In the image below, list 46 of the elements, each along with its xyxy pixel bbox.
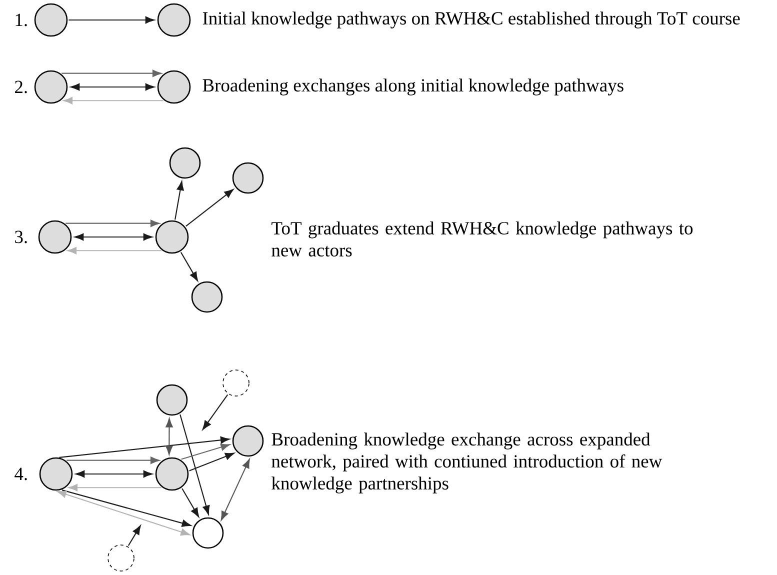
arrow xyxy=(182,488,200,518)
dashed-circle xyxy=(108,544,134,572)
arrow xyxy=(174,181,184,220)
arrow xyxy=(75,470,153,478)
description-text: ToT graduates extend RWH&C knowledge pathways to new actors xyxy=(272,221,693,256)
arrow xyxy=(180,252,198,282)
circle-node xyxy=(232,162,264,194)
description-text: Broadening exchanges along initial knowledge pathways xyxy=(202,78,624,96)
circle-node xyxy=(39,457,73,491)
step-number: 1. xyxy=(16,14,27,26)
circle-node xyxy=(155,457,189,491)
arrow xyxy=(74,233,153,241)
circle-node xyxy=(34,70,68,104)
circle-node xyxy=(192,517,224,549)
circle-node xyxy=(156,384,188,416)
arrow xyxy=(70,83,155,91)
arrow xyxy=(166,418,173,455)
circle-node xyxy=(232,425,264,457)
step-number: 2. xyxy=(15,80,27,94)
description-text: Initial knowledge pathways on RWH&C established through ToT course xyxy=(202,12,740,28)
arrow xyxy=(66,220,160,227)
arrow xyxy=(128,525,141,546)
arrow xyxy=(181,444,230,460)
arrow xyxy=(66,456,160,464)
arrow xyxy=(67,247,162,254)
arrow xyxy=(68,16,155,24)
circle-node xyxy=(191,281,223,313)
arrow xyxy=(57,490,190,536)
circle-node xyxy=(34,3,68,37)
dashed-circle xyxy=(222,370,250,396)
arrow xyxy=(68,484,162,492)
arrow xyxy=(202,394,228,430)
arrow xyxy=(62,490,192,527)
description-text: Broadening knowledge exchange across expanded network, paired with contiuned introduction of new knowledge partnerships xyxy=(272,432,662,494)
arrow xyxy=(63,97,164,104)
circle-node xyxy=(38,220,72,254)
circle-node xyxy=(155,220,189,254)
arrow xyxy=(186,189,234,227)
arrow xyxy=(59,436,230,458)
arrow xyxy=(180,414,210,515)
circle-node xyxy=(157,70,191,104)
circle-node xyxy=(169,147,201,179)
arrow xyxy=(189,452,234,472)
arrow xyxy=(62,70,162,77)
arrow xyxy=(220,458,250,520)
circle-node xyxy=(157,3,191,37)
